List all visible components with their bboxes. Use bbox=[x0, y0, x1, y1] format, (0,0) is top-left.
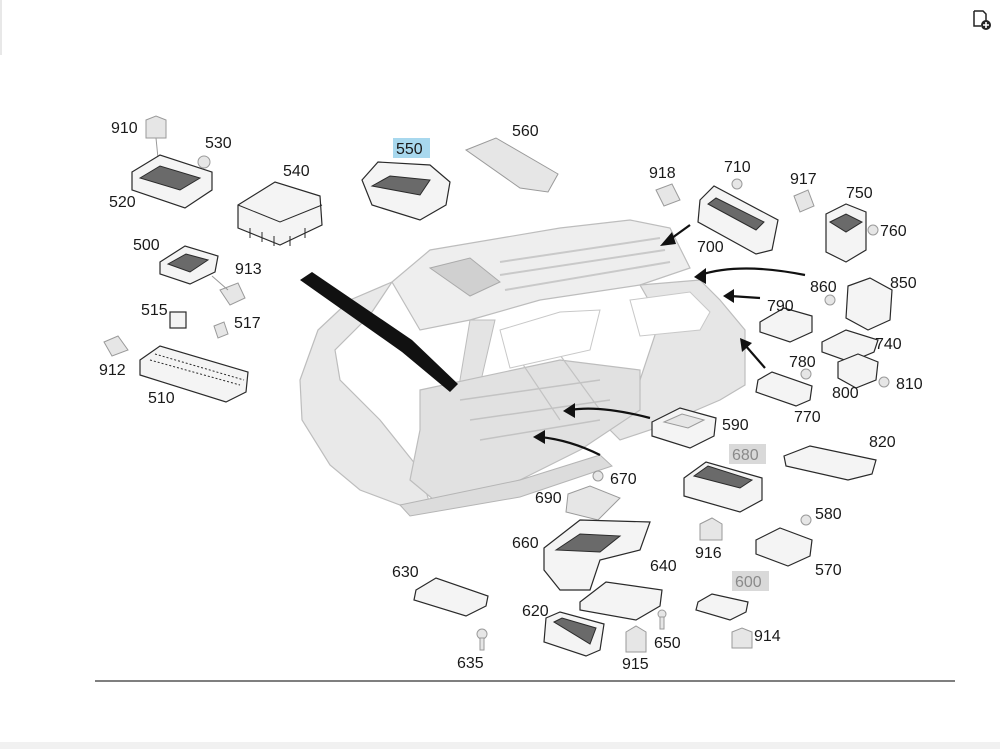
callout-917: 917 bbox=[790, 171, 817, 188]
callout-530: 530 bbox=[205, 135, 232, 152]
part-820-control-unit bbox=[783, 445, 877, 481]
part-780-nut bbox=[800, 368, 812, 380]
part-690-bracket bbox=[565, 485, 621, 521]
callout-910: 910 bbox=[111, 120, 138, 137]
callout-660: 660 bbox=[512, 535, 539, 552]
part-918-connector bbox=[655, 183, 681, 207]
callout-820: 820 bbox=[869, 434, 896, 451]
callout-540: 540 bbox=[283, 163, 310, 180]
part-770-module bbox=[755, 371, 813, 407]
part-650-bolt bbox=[657, 609, 667, 630]
callout-680: 680 bbox=[732, 447, 759, 464]
bottom-scroll-strip bbox=[0, 742, 1000, 749]
part-810-nut bbox=[878, 376, 890, 388]
callout-670: 670 bbox=[610, 471, 637, 488]
callout-780: 780 bbox=[789, 354, 816, 371]
callout-810: 810 bbox=[896, 376, 923, 393]
callout-570: 570 bbox=[815, 562, 842, 579]
part-760-nut bbox=[867, 224, 879, 236]
add-to-list-icon bbox=[973, 10, 991, 30]
callout-850: 850 bbox=[890, 275, 917, 292]
part-700-control-unit bbox=[697, 185, 779, 255]
part-740-module bbox=[821, 329, 879, 363]
callout-860: 860 bbox=[810, 279, 837, 296]
callout-750: 750 bbox=[846, 185, 873, 202]
callout-710: 710 bbox=[724, 159, 751, 176]
callout-550-highlight bbox=[393, 138, 430, 158]
callout-740: 740 bbox=[875, 336, 902, 353]
part-630-module bbox=[413, 577, 489, 617]
part-910-connector bbox=[145, 115, 167, 159]
part-916-connector bbox=[699, 517, 723, 541]
vehicle-body-shell bbox=[299, 219, 746, 517]
callout-510: 510 bbox=[148, 390, 175, 407]
part-515-relay bbox=[169, 311, 187, 329]
part-670-nut bbox=[592, 470, 604, 482]
callout-760: 760 bbox=[880, 223, 907, 240]
part-560-cover-panel bbox=[464, 137, 559, 193]
callout-680-tag bbox=[729, 444, 766, 464]
callout-520: 520 bbox=[109, 194, 136, 211]
callout-918: 918 bbox=[649, 165, 676, 182]
part-913-connector bbox=[211, 275, 246, 306]
callout-790: 790 bbox=[767, 298, 794, 315]
callout-515: 515 bbox=[141, 302, 168, 319]
callout-580: 580 bbox=[815, 506, 842, 523]
callout-630: 630 bbox=[392, 564, 419, 581]
callout-590: 590 bbox=[722, 417, 749, 434]
part-620-display-module bbox=[543, 611, 605, 657]
part-550-fuse-box bbox=[361, 161, 451, 221]
part-540-fuse-box-cover bbox=[237, 181, 323, 246]
part-912-connector bbox=[103, 335, 129, 357]
pointer-arrows bbox=[300, 224, 806, 456]
callout-700: 700 bbox=[697, 239, 724, 256]
part-917-connector bbox=[793, 189, 815, 213]
callout-500: 500 bbox=[133, 237, 160, 254]
part-600-module bbox=[695, 593, 749, 621]
part-517-fuse bbox=[213, 321, 229, 339]
callout-915: 915 bbox=[622, 656, 649, 673]
part-640-module bbox=[579, 581, 663, 621]
part-860-nut bbox=[824, 294, 836, 306]
part-790-cover bbox=[759, 307, 813, 343]
callout-640: 640 bbox=[650, 558, 677, 575]
part-635-bolt bbox=[476, 628, 488, 651]
part-914-connector bbox=[731, 627, 753, 649]
add-to-list-button[interactable] bbox=[971, 9, 993, 31]
callout-690: 690 bbox=[535, 490, 562, 507]
callout-labels: 910 530 520 540 550 560 500 913 515 517 … bbox=[99, 120, 923, 673]
part-680-module bbox=[683, 461, 763, 513]
callout-770: 770 bbox=[794, 409, 821, 426]
part-500-module bbox=[159, 245, 219, 285]
callout-620: 620 bbox=[522, 603, 549, 620]
part-800-module bbox=[837, 353, 879, 389]
callout-650: 650 bbox=[654, 635, 681, 652]
part-710-nut bbox=[731, 178, 743, 190]
callout-800: 800 bbox=[832, 385, 859, 402]
callout-550: 550 bbox=[396, 141, 423, 158]
callout-912: 912 bbox=[99, 362, 126, 379]
callout-600: 600 bbox=[735, 574, 762, 591]
part-915-connector bbox=[625, 625, 647, 653]
part-590-module bbox=[651, 407, 717, 449]
part-570-module bbox=[755, 527, 813, 567]
part-580-nut bbox=[800, 514, 812, 526]
callout-913: 913 bbox=[235, 261, 262, 278]
callout-517: 517 bbox=[234, 315, 261, 332]
callout-635: 635 bbox=[457, 655, 484, 672]
part-660-bracket bbox=[543, 519, 651, 591]
callout-560: 560 bbox=[512, 123, 539, 140]
callout-916: 916 bbox=[695, 545, 722, 562]
part-520-control-unit bbox=[131, 154, 213, 209]
part-850-module bbox=[845, 277, 893, 331]
callout-600-tag bbox=[732, 571, 769, 591]
arrow-to-front-footwell bbox=[300, 272, 458, 392]
window-left-edge bbox=[0, 0, 2, 55]
callout-914: 914 bbox=[754, 628, 781, 645]
part-510-fuse-relay-box bbox=[139, 345, 249, 403]
part-750-sam-module bbox=[825, 203, 867, 263]
part-530-nut bbox=[197, 155, 211, 169]
